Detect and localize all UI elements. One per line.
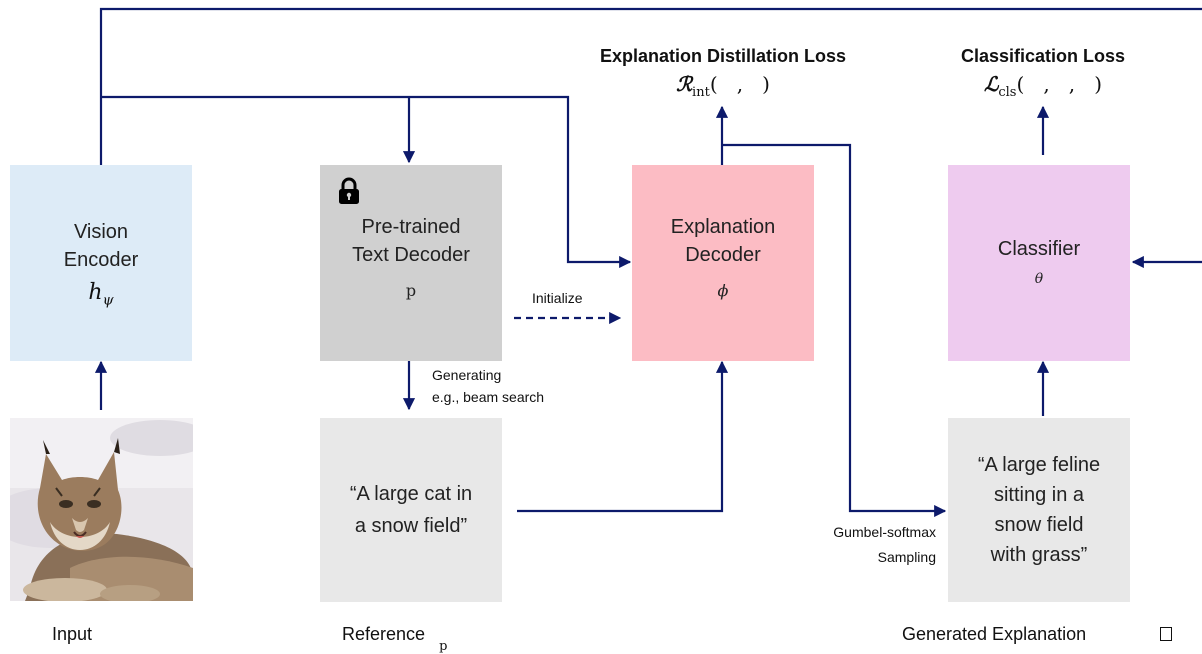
distillation-loss-symbol: ℛ: [676, 72, 693, 96]
classification-loss-subscript: cls: [998, 85, 1017, 100]
reference-caption: Reference p: [342, 624, 447, 654]
sampling-label: Sampling: [877, 549, 936, 565]
distillation-loss-args: ( , ): [709, 72, 770, 96]
classification-loss-symbol: ℒ: [983, 72, 999, 96]
explanation-decoder-label-line1: Explanation: [670, 215, 776, 238]
generated-text-line1: “A large feline: [977, 454, 1101, 476]
generated-text-line3: snow field: [994, 514, 1084, 536]
generating-label: Generating: [432, 367, 502, 383]
generated-caption: Generated Explanation: [902, 624, 1087, 644]
text-decoder-label-line2: Text Decoder: [352, 243, 470, 266]
vision-encoder-label-line1: Vision: [73, 220, 129, 243]
explanation-decoder-node: Explanation Decoder ϕ: [632, 165, 814, 361]
explanation-decoder-label-line2: Decoder: [685, 243, 761, 266]
distillation-loss-subscript: int: [692, 85, 710, 100]
edge-encoder-top-loop: [99, 7, 1202, 165]
vision-encoder-label-line2: Encoder: [63, 248, 139, 271]
text-decoder-symbol: p: [405, 280, 417, 300]
classification-loss-args: ( , , ): [1016, 72, 1103, 96]
classification-loss-title: Classification Loss: [960, 46, 1126, 66]
gumbel-softmax-label: Gumbel-softmax: [833, 524, 936, 540]
lynx-photo: [10, 418, 193, 601]
classifier-label: Classifier: [997, 238, 1081, 260]
vision-encoder-node: Vision Encoder hψ: [10, 165, 192, 361]
classification-loss-formula: ℒcls( , , ): [900, 72, 1186, 100]
reference-text-line2: a snow field”: [354, 515, 468, 537]
reference-caption-text: Reference: [342, 624, 426, 644]
reference-text-box: “A large cat in a snow field”: [320, 418, 502, 602]
distillation-loss-title: Explanation Distillation Loss: [599, 46, 847, 66]
edge-encoder-branch: [101, 95, 632, 269]
distillation-loss-formula: ℛint( , ): [560, 72, 886, 100]
edge-gumbel-sampling: [722, 143, 947, 518]
lock-icon: [339, 177, 359, 204]
classifier-symbol: θ: [1034, 271, 1044, 287]
initialize-label: Initialize: [532, 290, 583, 306]
edge-reference-to-expl-decoder: [517, 360, 729, 513]
explanation-decoder-symbol: ϕ: [717, 280, 729, 300]
vision-encoder-symbol: hψ: [88, 279, 114, 309]
text-decoder-label-line1: Pre-trained: [361, 215, 461, 238]
generated-text-line2: sitting in a: [993, 484, 1085, 506]
reference-text-line1: “A large cat in: [349, 483, 473, 505]
input-caption: Input: [52, 624, 93, 644]
missing-glyph-icon: [1160, 627, 1172, 641]
reference-caption-subscript: p: [439, 639, 448, 654]
classifier-node: Classifier θ: [948, 165, 1130, 361]
beam-search-label: e.g., beam search: [432, 389, 545, 405]
generated-text-line4: with grass”: [990, 544, 1088, 566]
generated-text-box: “A large feline sitting in a snow field …: [948, 418, 1130, 602]
